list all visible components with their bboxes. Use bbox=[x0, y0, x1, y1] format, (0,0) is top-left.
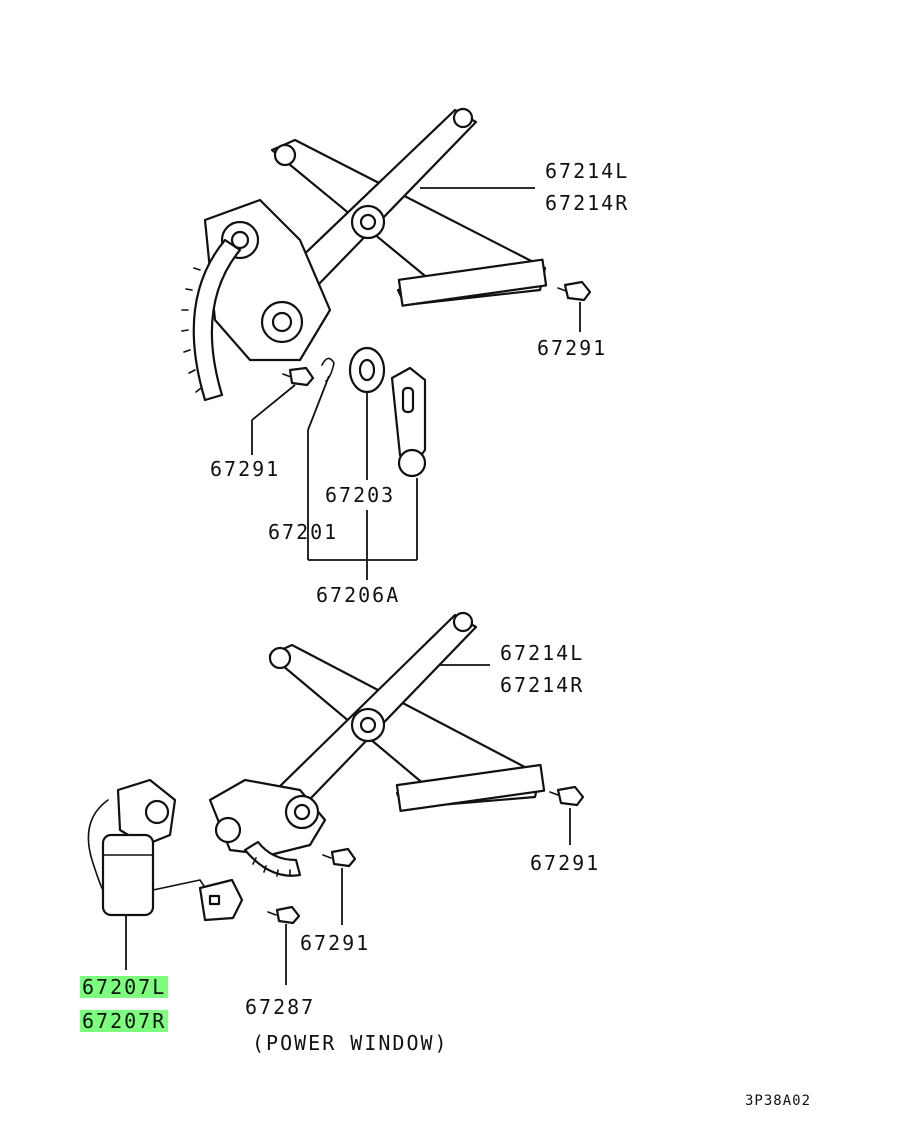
label-power-bolt-center: 67291 bbox=[300, 931, 371, 955]
label-manual-arm-r: 67214R bbox=[545, 191, 630, 215]
label-motor-r: 67207R bbox=[80, 1009, 169, 1033]
label-handle-group: 67206A bbox=[316, 583, 401, 607]
label-manual-bolt-right: 67291 bbox=[537, 336, 608, 360]
label-clip: 67201 bbox=[268, 520, 339, 544]
label-power-bolt-right: 67291 bbox=[530, 851, 601, 875]
label-escutcheon: 67203 bbox=[325, 483, 396, 507]
label-screw: 67287 bbox=[245, 995, 316, 1019]
label-power-arm-l: 67214L bbox=[500, 641, 585, 665]
diagram-id: 3P38A02 bbox=[745, 1093, 812, 1109]
label-motor-l: 67207L bbox=[80, 975, 169, 999]
label-power-arm-r: 67214R bbox=[500, 673, 585, 697]
manual-regulator-assembly bbox=[181, 107, 592, 580]
label-manual-arm-l: 67214L bbox=[545, 159, 630, 183]
label-manual-bolt-left: 67291 bbox=[210, 457, 281, 481]
caption-power-window: (POWER WINDOW) bbox=[252, 1031, 449, 1055]
power-regulator-assembly bbox=[87, 611, 585, 985]
